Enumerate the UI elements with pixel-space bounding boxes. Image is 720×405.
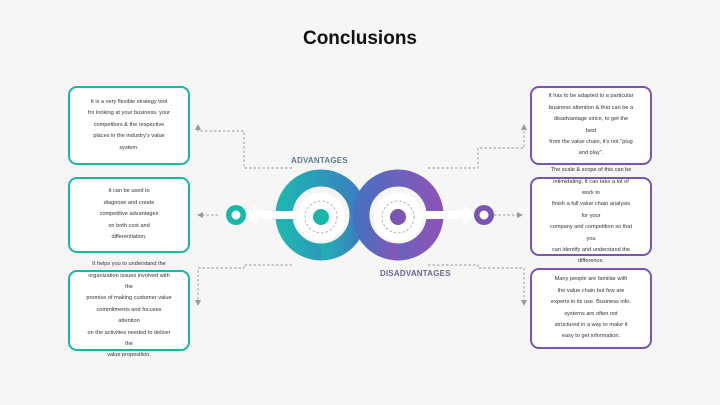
- disadvantage-card-3: Many people are familiar with the value …: [530, 268, 652, 349]
- advantages-label: ADVANTAGES: [291, 156, 348, 165]
- advantage-card-2: It can be used to diagnose and create co…: [68, 177, 190, 253]
- advantage-card-3: It helps you to understand the organizat…: [68, 261, 190, 358]
- disadvantage-text-2: The scale & scope of this can be intimid…: [549, 167, 633, 265]
- right-connectors: [428, 128, 525, 302]
- disadvantage-card-2: The scale & scope of this can be intimid…: [530, 167, 652, 264]
- left-node: [226, 205, 246, 225]
- disadvantage-card-1: It has to be adapted to a particular bus…: [530, 86, 652, 165]
- disadvantage-text-1: It has to be adapted to a particular bus…: [548, 93, 634, 157]
- advantage-text-1: It is a very flexible strategy tool for …: [87, 98, 171, 151]
- disadvantages-loop: [352, 169, 444, 261]
- disadvantages-label: DISADVANTAGES: [380, 269, 451, 278]
- disadvantage-text-3: Many people are familiar with the value …: [551, 276, 631, 340]
- advantage-card-1: It is a very flexible strategy tool for …: [68, 86, 190, 165]
- left-arrow: [243, 205, 300, 225]
- advantage-text-3: It helps you to understand the organizat…: [86, 261, 172, 359]
- page-title: Conclusions: [302, 28, 417, 49]
- left-arrowheads: [195, 124, 203, 306]
- right-arrowheads: [517, 124, 527, 306]
- right-arrow: [420, 205, 477, 225]
- right-node: [474, 205, 494, 225]
- advantage-text-2: It can be used to diagnose and create co…: [99, 188, 159, 241]
